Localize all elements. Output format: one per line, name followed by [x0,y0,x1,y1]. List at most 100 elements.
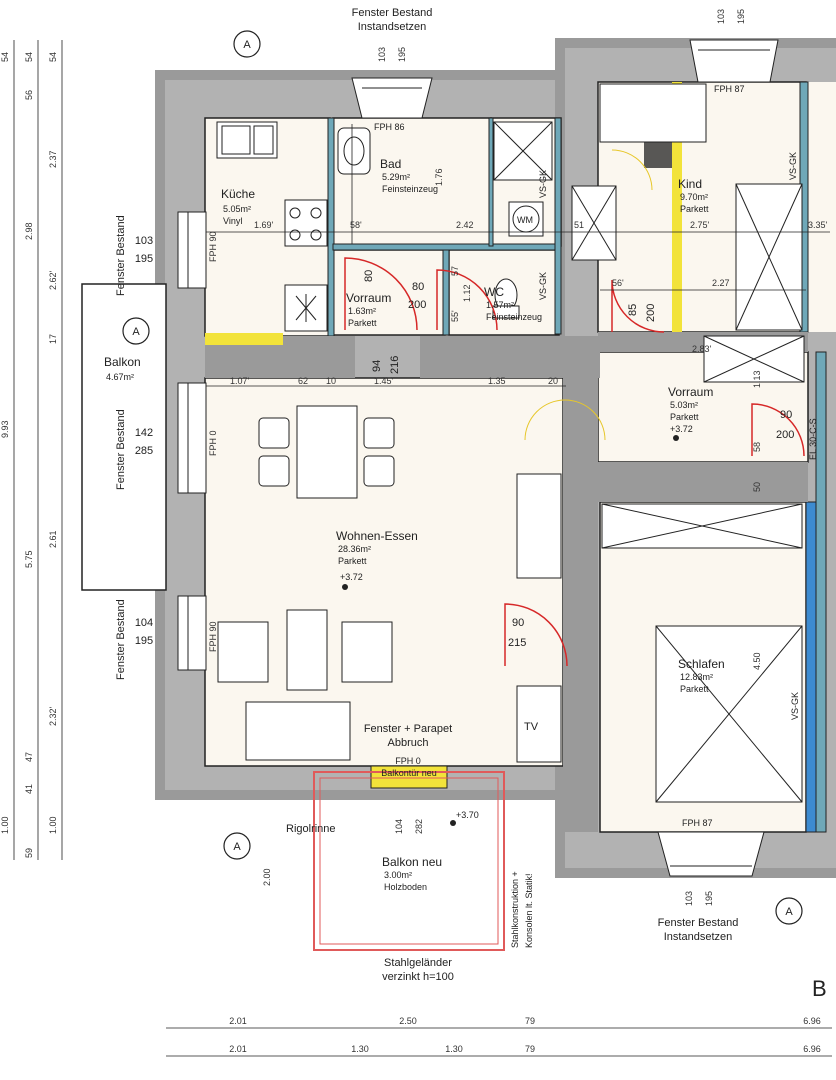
section-a-right: A [785,906,793,918]
win3-h: 195 [135,635,153,647]
dim-kind-227: 2.27 [712,278,730,288]
door-215: 215 [508,637,526,649]
door-90b: 90 [780,409,792,421]
section-a-bottom: A [233,841,241,853]
living-furniture [217,405,562,763]
room-kind-name: Kind [678,177,702,191]
vsgk-wc: VS-GK [538,272,548,300]
interior-walls [205,81,827,833]
door-80-w: 80 [412,281,424,293]
room-vorraum1-floor: Parkett [348,318,377,328]
fenster-parapet-2: Abbruch [388,737,429,749]
bd-r1-696: 6.96 [803,1016,821,1026]
text-layer: Fenster Bestand Instandsetzen 103 195 10… [0,7,828,1054]
win1-h: 195 [135,253,153,265]
left-windows [177,211,207,671]
room-schlafen-area: 12.83m² [680,672,713,682]
top-right-dim-103: 103 [716,9,726,24]
balkon-neu-dim-282: 282 [414,819,424,834]
dim-bad-176: 1.76 [434,168,444,186]
fph-schlafen: FPH 87 [682,818,713,828]
ld-575: 5.75 [24,550,34,568]
fph-bad: FPH 86 [374,122,405,132]
dim-kind-275: 2.75' [690,220,710,230]
section-a-left: A [132,326,140,338]
dim-v-450: 4.50 [752,652,762,670]
ld-232: 2.32' [48,706,58,726]
dim-wc-112: 1.12 [462,284,472,302]
bd-r2-201: 2.01 [229,1044,247,1054]
ld-54b: 54 [24,52,34,62]
level-markers [342,435,679,826]
stahlgelaender-1: Stahlgeländer [384,957,452,969]
bd-r1-79: 79 [525,1016,535,1026]
top-window-line1: Fenster Bestand [352,7,433,19]
bottom-dimension-rails [166,1027,832,1057]
dim-v-50: 50 [752,482,762,492]
stahl-note-2: Konsolen lt. Statik! [524,873,534,948]
left-window1-label: Fenster Bestand [115,215,127,296]
fph-kind: FPH 87 [714,84,745,94]
dim-wc-55: 55' [450,310,460,322]
room-balkon-area: 4.67m² [106,372,134,382]
dim-kind-335: 3.35' [808,220,828,230]
room-kind-floor: Parkett [680,204,709,214]
room-vorraum2-floor: Parkett [670,412,699,422]
door-80b: 80 [363,270,375,282]
room-vorraum2-area: 5.03m² [670,400,698,410]
room-wc-floor: Feinsteinzeug [486,312,542,322]
balkontuer-neu: Balkontür neu [381,768,437,778]
vsgk-schlafen: VS-GK [790,692,800,720]
bd-r2-130b: 1.30 [445,1044,463,1054]
el-label: EL 30-C-S [808,418,818,460]
ld-100a: 1.00 [0,816,10,834]
bedroom-furniture [571,83,805,803]
door-85-h: 200 [645,304,657,322]
door-200b: 200 [776,429,794,441]
bathroom-fixtures [337,121,553,319]
top-right-dim-195: 195 [736,9,746,24]
ld-261: 2.61 [48,530,58,548]
tv-label: TV [524,721,539,733]
win3-w: 104 [135,617,153,629]
room-schlafen-name: Schlafen [678,657,725,671]
door-94: 94 [371,360,383,372]
win2-h: 285 [135,445,153,457]
bottom-window-line1: Fenster Bestand [658,917,739,929]
win2-w: 142 [135,427,153,439]
fph0-small: FPH 0 [395,756,421,766]
balkon-dim-200: 2.00 [262,868,272,886]
dim-v-58: 58 [752,442,762,452]
fenster-parapet-1: Fenster + Parapet [364,723,452,735]
bd-r1-250: 2.50 [399,1016,417,1026]
balkon-neu [313,771,505,951]
dim-row-20: 20 [548,376,558,386]
level-372b: +3.72 [670,424,693,434]
dim-wc-57: 57 [450,266,460,276]
wm-label: WM [517,215,533,225]
room-bad-floor: Feinsteinzeug [382,184,438,194]
dim-row-145: 1.45' [374,376,394,386]
top-window-kind [689,39,779,83]
section-markers [122,30,803,925]
room-balkonneu-floor: Holzboden [384,882,427,892]
bd-r2-79: 79 [525,1044,535,1054]
ld-100b: 1.00 [48,816,58,834]
section-a-top: A [243,39,251,51]
ld-59: 59 [24,848,34,858]
room-vorraum1-area: 1.63m² [348,306,376,316]
ld-41: 41 [24,784,34,794]
room-wohnen-area: 28.36m² [338,544,371,554]
ld-237: 2.37 [48,150,58,168]
left-window3-label: Fenster Bestand [115,599,127,680]
balkon-neu-dim-104: 104 [394,819,404,834]
dim-kind-56: 56' [612,278,624,288]
ld-47: 47 [24,752,34,762]
top-dim-195: 195 [397,47,407,62]
dim-v-113: 1.13 [752,370,762,388]
stahl-note-1: Stahlkonstruktion + [510,871,520,948]
ld-17: 17 [48,334,58,344]
dim-kueche-169: 1.69' [254,220,274,230]
door-85: 85 [627,304,639,316]
kitchen-fixtures [216,121,328,332]
